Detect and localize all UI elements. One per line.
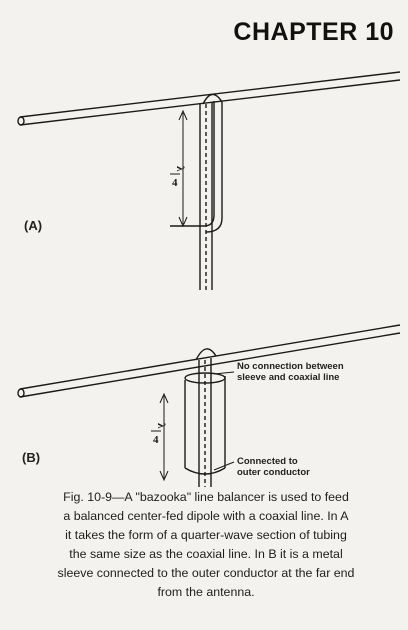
fraction-a-denominator: 4: [172, 177, 178, 189]
caption-line: the same size as the coaxial line. In B …: [69, 547, 343, 561]
dipole-b: [17, 324, 401, 398]
dimension-b: [159, 392, 169, 482]
fraction-a-numerator: λ: [174, 166, 186, 172]
caption-line: it takes the form of a quarter-wave sect…: [65, 528, 347, 542]
caption-line: from the antenna.: [157, 585, 255, 599]
dimension-a: [178, 109, 188, 228]
caption-line: Fig. 10-9—A "bazooka" line balancer is u…: [63, 490, 349, 504]
figure-caption: Fig. 10-9—A "bazooka" line balancer is u…: [14, 488, 398, 602]
coax-line-a: [199, 102, 213, 290]
annotation-connected-line-1: Connected to: [237, 456, 298, 467]
dipole-a: [17, 71, 401, 126]
panel-a-label: (A): [24, 218, 43, 233]
leader-connected: [213, 461, 235, 471]
fraction-b-numerator: λ: [155, 423, 167, 429]
annotation-connected: Connected to outer conductor: [237, 456, 310, 478]
annotation-no-connection-line-2: sleeve and coaxial line: [237, 372, 340, 383]
caption-line: a balanced center-fed dipole with a coax…: [63, 509, 349, 523]
coax-line-b: [198, 358, 212, 487]
sleeve-b: [184, 372, 226, 475]
annotation-no-connection-line-1: No connection between: [237, 361, 344, 372]
chapter-title: CHAPTER 10: [233, 18, 394, 46]
annotation-connected-line-2: outer conductor: [237, 467, 310, 478]
fraction-b-denominator: 4: [153, 434, 159, 446]
quarter-wave-section-a: [170, 101, 223, 233]
panel-b-label: (B): [22, 450, 41, 465]
caption-line: sleeve connected to the outer conductor …: [57, 566, 355, 580]
annotation-no-connection: No connection between sleeve and coaxial…: [237, 361, 344, 383]
leader-no-connection: [213, 371, 235, 375]
